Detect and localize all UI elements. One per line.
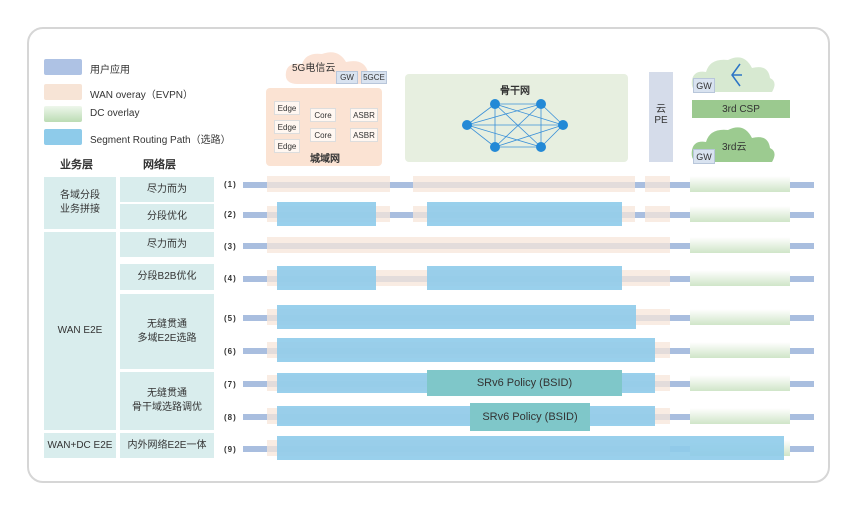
network-cell-backbone-tuning: 无缝贯通 骨干域选路调优 [120, 372, 214, 430]
row-label-3: (3) [224, 242, 237, 251]
metro-core-2: Core [310, 128, 336, 142]
third-cloud-label: 3rd云 [722, 142, 747, 153]
csp-label: 3rd CSP [692, 100, 790, 118]
legend-swatch-sr-path [44, 129, 82, 145]
metro-edge-3: Edge [274, 139, 300, 153]
metro-asbr-1: ASBR [350, 108, 378, 122]
row-label-4: (4) [224, 274, 237, 283]
cloud-5g-gw-tag: GW [336, 71, 358, 84]
bsid-policy-row-7: SRv6 Policy (BSID) [427, 370, 622, 396]
bsid-policy-row-8: SRv6 Policy (BSID) [470, 403, 590, 431]
csp-gw-tag: GW [693, 78, 715, 93]
legend-label-user-app: 用户应用 [90, 65, 130, 76]
row-label-7: (7) [224, 380, 237, 389]
cloud-5g-label: 5G电信云 [292, 63, 336, 74]
network-cell-segment-optimization: 分段优化 [120, 204, 214, 229]
network-cell-multidomain-e2e: 无缝贯通 多域E2E选路 [120, 294, 214, 369]
network-cell-best-effort-2: 尽力而为 [120, 232, 214, 257]
row-label-9: (9) [224, 445, 237, 454]
backbone-mesh-graph [462, 99, 568, 152]
cloud-pe-box [649, 72, 673, 162]
legend-swatch-wan-overlay [44, 84, 82, 100]
legend-swatch-user-app [44, 59, 82, 75]
network-cell-internal-external-e2e: 内外网络E2E一体 [120, 433, 214, 458]
header-business-layer: 业务层 [60, 159, 93, 171]
legend-swatch-dc-overlay [44, 106, 82, 122]
metro-edge-1: Edge [274, 101, 300, 115]
cloud-pe-label: 云 PE [654, 104, 668, 126]
row-label-6: (6) [224, 347, 237, 356]
backbone-label: 骨干网 [500, 86, 530, 97]
metro-core-1: Core [310, 108, 336, 122]
legend-label-sr-path: Segment Routing Path（选路） [90, 135, 231, 146]
third-cloud-gw-tag: GW [693, 149, 715, 164]
metro-edge-2: Edge [274, 120, 300, 134]
network-cell-b2b-optimization: 分段B2B优化 [120, 264, 214, 290]
metro-asbr-2: ASBR [350, 128, 378, 142]
csp-logo-icon [731, 63, 742, 87]
legend-label-dc-overlay: DC overlay [90, 108, 140, 119]
metro-network-label: 城域网 [310, 154, 340, 165]
network-cell-best-effort-1: 尽力而为 [120, 177, 214, 202]
row-label-1: (1) [224, 180, 237, 189]
cloud-5g-5gce-tag: 5GCE [361, 71, 387, 84]
business-cell-wan-e2e: WAN E2E [44, 232, 116, 430]
business-cell-segment-stitching: 各域分段 业务拼接 [44, 177, 116, 229]
header-network-layer: 网络层 [143, 159, 176, 171]
legend-label-wan-overlay: WAN overay（EVPN） [90, 90, 193, 101]
row-label-5: (5) [224, 314, 237, 323]
row-label-2: (2) [224, 210, 237, 219]
business-cell-wan-dc-e2e: WAN+DC E2E [44, 433, 116, 458]
row-label-8: (8) [224, 413, 237, 422]
